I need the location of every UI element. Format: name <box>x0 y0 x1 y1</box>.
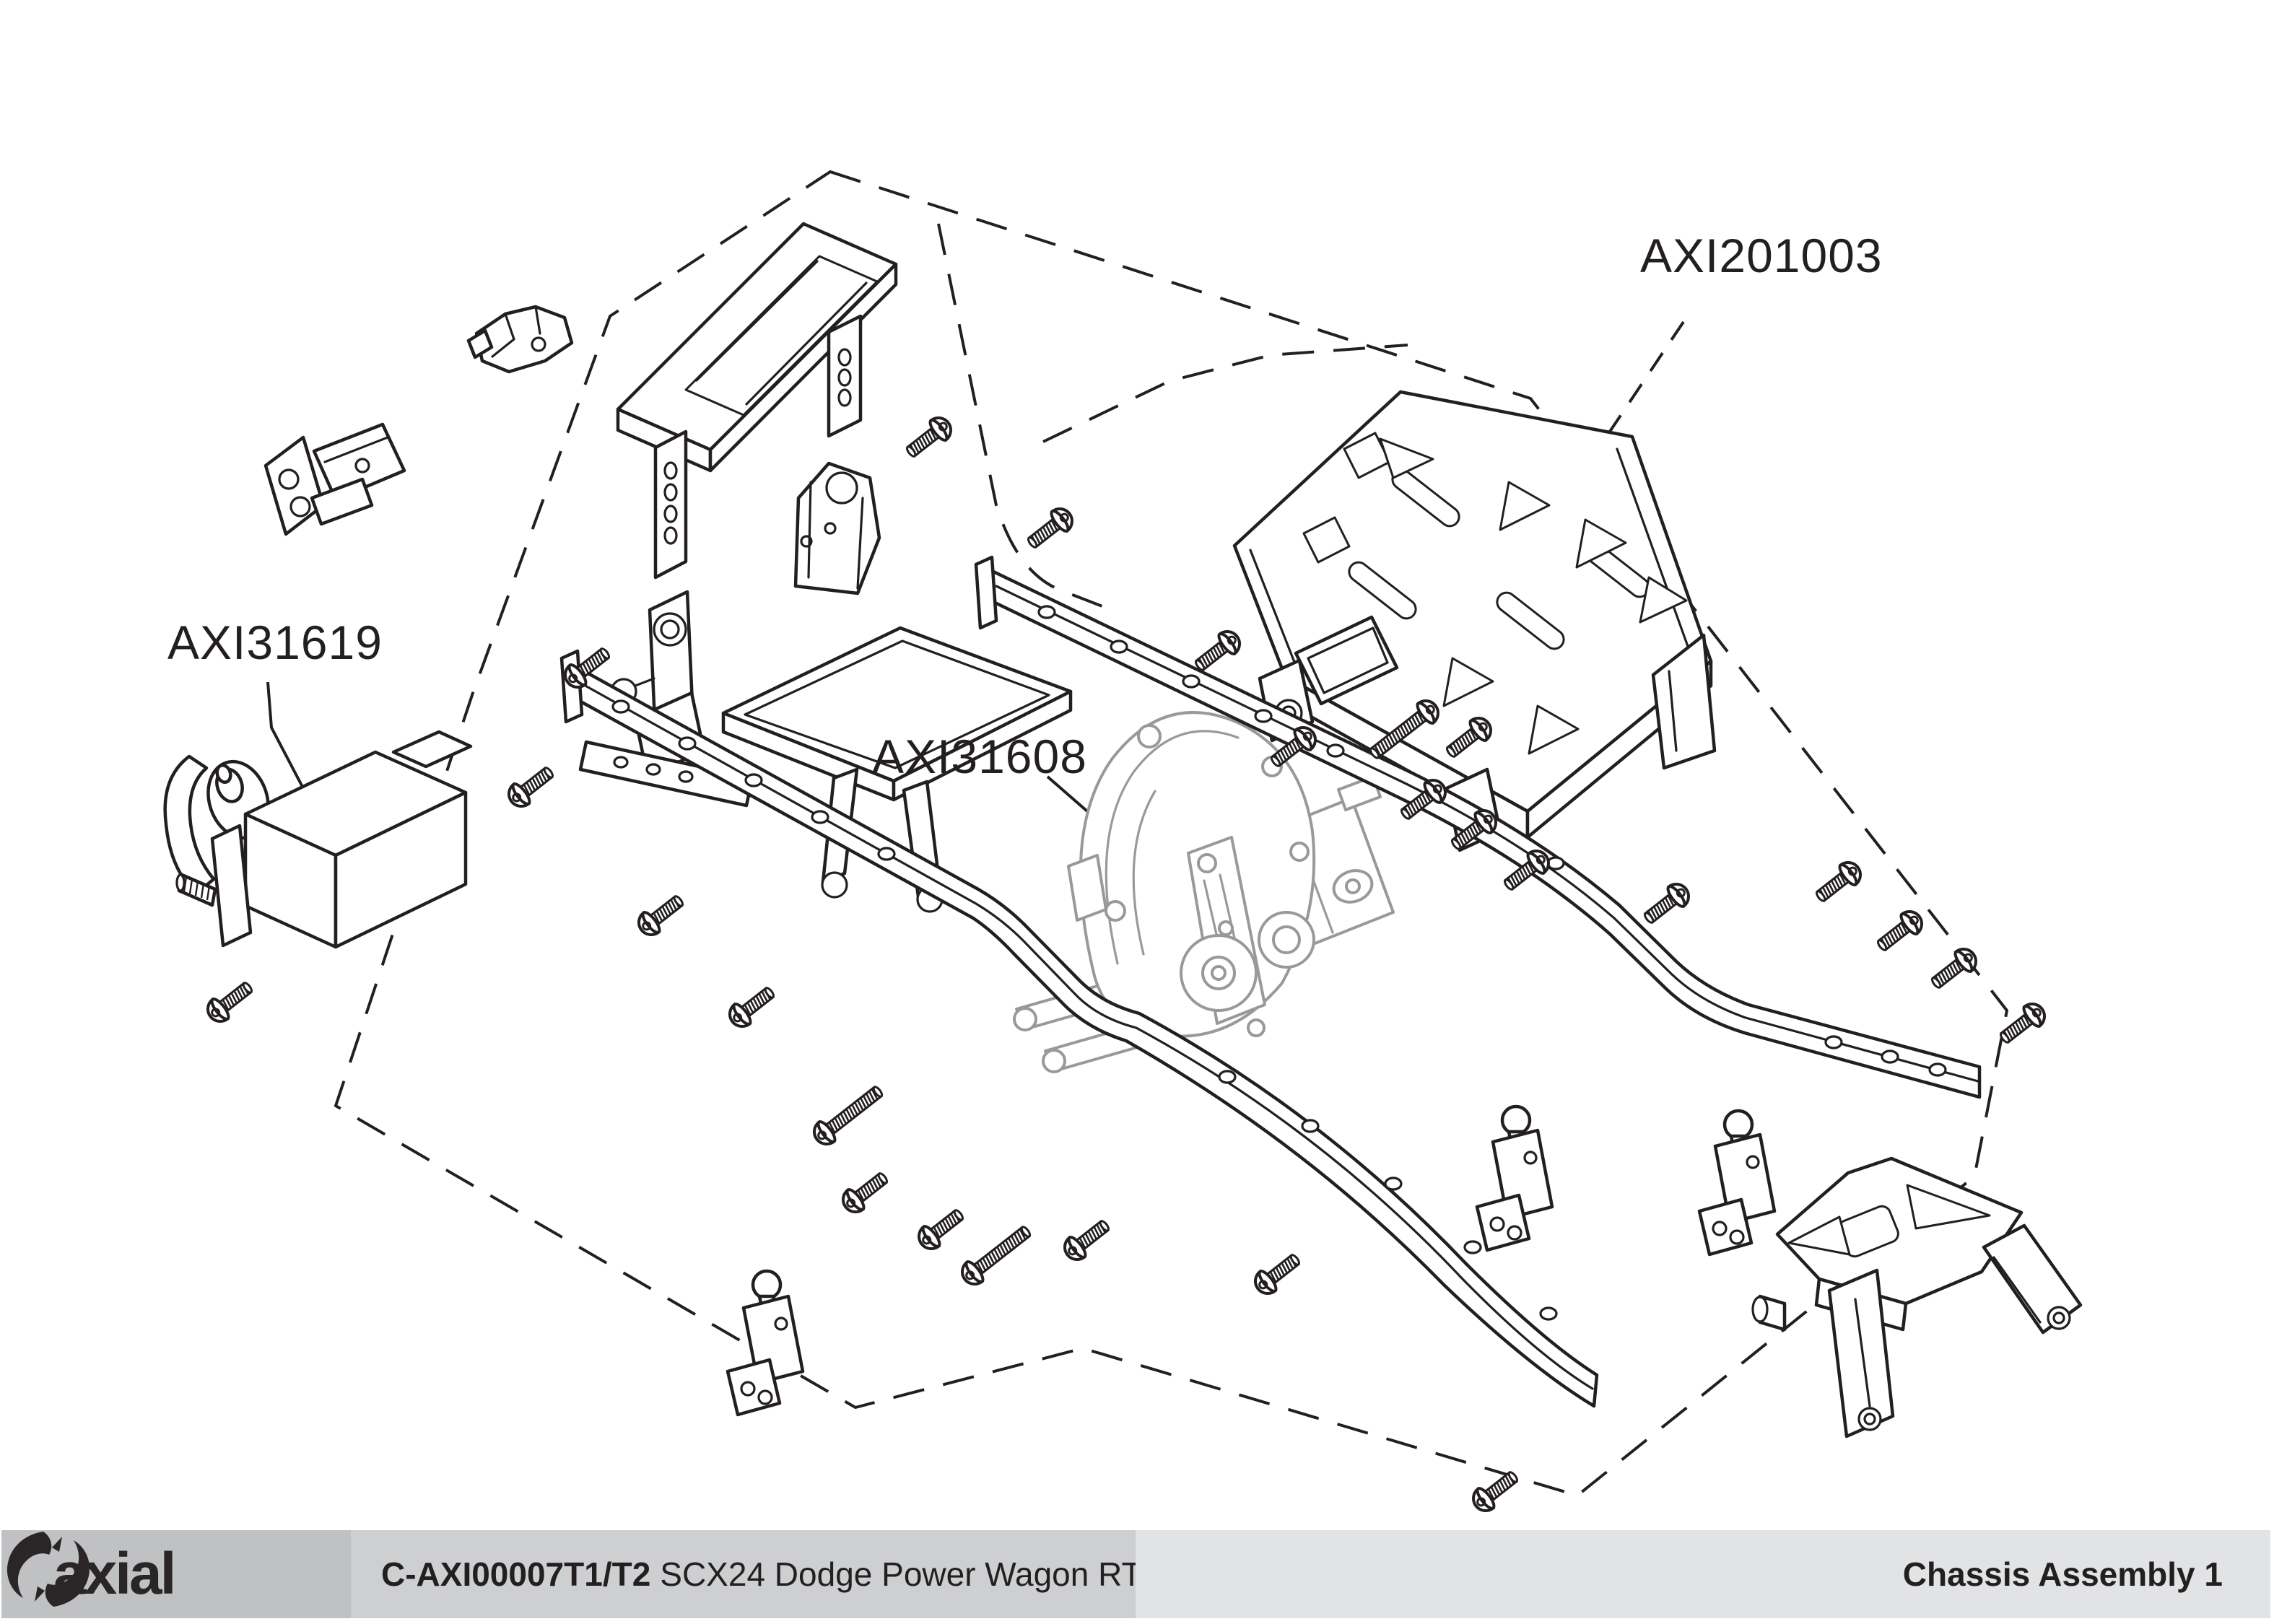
upper-link-mount-center <box>1475 1104 1554 1252</box>
transmission-with-motor <box>1013 711 1395 1073</box>
part-label-axi31608: AXI31608 <box>872 730 1087 783</box>
axial-logo-icon <box>6 1532 90 1607</box>
page-title: Chassis Assembly 1 <box>1902 1555 2223 1593</box>
part-label-axi31619: AXI31619 <box>167 616 383 669</box>
body-mount-clip-front <box>466 305 574 374</box>
dashed-boundary <box>334 170 2009 1498</box>
body-mount-clip-rear <box>263 422 406 536</box>
part-label-axi201003: AXI201003 <box>1640 229 1883 282</box>
chassis-rail-right <box>974 555 1982 1099</box>
chassis-rail-left <box>559 649 1599 1408</box>
footer-bar: axial C-AXI00007T1/T2 SCX24 Dodge Power … <box>1 1530 2270 1618</box>
footer-product-area: C-AXI00007T1/T2 SCX24 Dodge Power Wagon … <box>351 1530 1166 1618</box>
product-name: SCX24 Dodge Power Wagon RTR <box>660 1555 1166 1593</box>
steering-servo <box>163 730 473 949</box>
footer-logo-area: axial <box>1 1530 351 1618</box>
product-code: C-AXI00007T1/T2 <box>381 1555 651 1593</box>
electronics-skid-plate <box>1232 390 1717 852</box>
upper-link-mount-left <box>726 1269 805 1417</box>
upper-link-mount-right <box>1697 1109 1777 1257</box>
rear-chassis-brace <box>1751 1156 2083 1439</box>
footer-title-area: Chassis Assembly 1 <box>1136 1530 2270 1618</box>
axial-logo: axial <box>6 1532 176 1608</box>
